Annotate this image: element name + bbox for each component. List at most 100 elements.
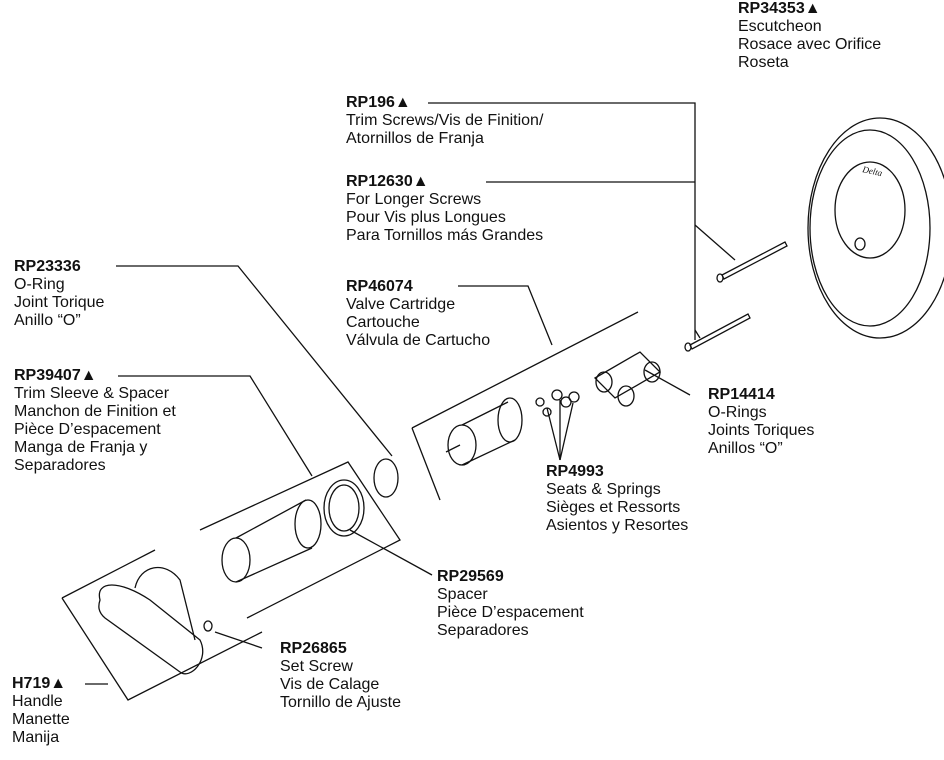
part-description: Válvula de Cartucho [346,332,491,349]
cartridge-body [461,401,516,466]
set-screw-part [203,620,213,632]
part-description: O-Rings [708,404,767,421]
leader-rp26865 [214,631,263,649]
leader-rp196-screw [694,224,736,261]
part-description: Tornillo de Ajuste [280,694,401,711]
part-description: Anillos “O” [708,440,783,457]
part-description: For Longer Screws [346,191,482,208]
part-description: Seats & Springs [546,481,661,498]
part-description: Set Screw [280,658,353,675]
part-description: Pour Vis plus Longues [346,209,506,226]
triangle-icon: ▲ [80,367,97,384]
part-description: Handle [12,693,63,710]
part-description: Asientos y Resortes [546,517,689,534]
o-ring-part [373,458,399,498]
part-description: Rosace avec Orifice [738,36,882,53]
cartridge-back [497,397,523,443]
frame-cartridge-lower [411,427,441,501]
handle-lever [98,584,204,675]
frame-handle [61,549,156,599]
handle-body [134,566,196,641]
leader-rp23336 [116,265,393,457]
port-3 [643,361,661,383]
escutcheon-center [834,161,906,259]
spring-2 [560,396,572,408]
part-number: RP12630▲ [346,173,429,190]
sleeve-body [235,499,313,583]
part-number: RP34353▲ [738,0,821,17]
leader-rp39407 [118,375,313,477]
part-number: RP29569 [437,568,504,585]
part-description: Manija [12,729,60,746]
leader-rp29569 [349,529,433,576]
triangle-icon: ▲ [412,173,429,190]
leader-rp4993-a [546,407,561,461]
part-description: Anillo “O” [14,312,81,329]
triangle-icon: ▲ [394,94,411,111]
part-description: Cartouche [346,314,420,331]
escutcheon-hole [854,237,866,251]
trim-screw-1 [721,241,788,280]
part-description: Valve Cartridge [346,296,456,313]
part-number: RP39407▲ [14,367,97,384]
leader-rp46074 [458,285,553,346]
part-number: RP26865 [280,640,347,657]
part-description: Manette [12,711,70,728]
part-description: Manchon de Finition et [14,403,176,420]
seat-2 [542,407,552,417]
part-description: Sièges et Ressorts [546,499,681,516]
part-description: Para Tornillos más Grandes [346,227,544,244]
leader-rp12630-screw [694,329,701,339]
valve-body-part [593,351,662,399]
escutcheon-part [807,117,944,339]
frame-cartridge [411,311,639,429]
triangle-icon: ▲ [804,0,821,17]
part-description: O-Ring [14,276,65,293]
part-description: Joints Toriques [708,422,815,439]
escutcheon-rim [809,129,931,327]
part-number: RP23336 [14,258,81,275]
part-description: Joint Torique [14,294,105,311]
part-number: RP196▲ [346,94,411,111]
part-description: Manga de Franja y [14,439,148,456]
triangle-icon: ▲ [50,675,67,692]
part-description: Trim Screws/Vis de Finition/ [346,112,544,129]
cartridge-front [447,424,477,466]
leader-rp196 [428,102,696,340]
label-rp196: RP196▲Trim Screws/Vis de Finition/Atorni… [346,94,543,148]
cartridge-stem [445,444,461,453]
spacer-ring-part [323,479,365,537]
spacer-ring-inner [328,484,360,532]
sleeve-front [221,537,251,583]
part-description: Vis de Calage [280,676,380,693]
seat-1 [535,397,545,407]
part-description: Trim Sleeve & Spacer [14,385,170,402]
part-number: RP46074 [346,278,413,295]
brand-mark: Delta [861,164,884,178]
sleeve-back [294,499,322,549]
frame-handle-lower [61,597,263,701]
spring-1 [551,389,563,401]
frame-sleeve [199,461,401,619]
spring-3 [568,391,580,403]
part-description: Roseta [738,54,789,71]
port-2 [617,385,635,407]
part-description: Spacer [437,586,488,603]
trim-screw-2-head [684,342,692,352]
trim-screw-2 [689,313,751,350]
leader-rp4993-c [559,402,574,461]
part-number: H719▲ [12,675,67,692]
part-description: Pièce D’espacement [437,604,584,621]
part-number: RP4993 [546,463,604,480]
trim-screw-1-head [716,273,724,283]
leader-rp14414 [644,369,691,396]
